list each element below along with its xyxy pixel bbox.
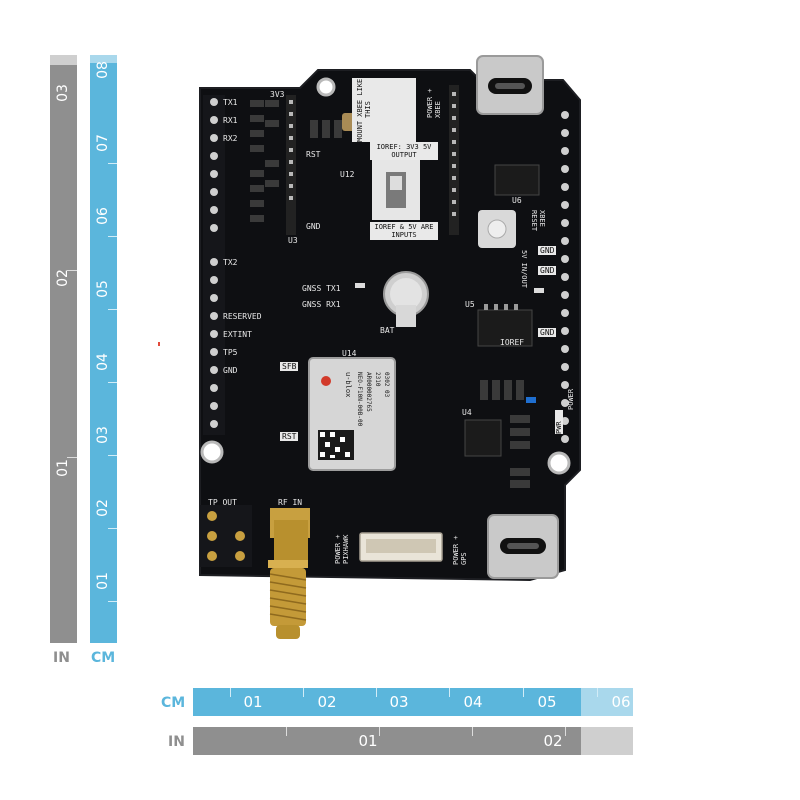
ruler-tick: 02: [543, 732, 563, 750]
label-tx2: TX2: [223, 258, 238, 267]
inch-unit-label: IN: [168, 734, 185, 750]
label-power-xbee: POWER + XBEE: [426, 88, 442, 118]
label-power: POWER: [567, 388, 575, 410]
label-sfb: SFB: [280, 362, 299, 371]
label-ioref: IOREF: 3V3 5V OUTPUT: [370, 142, 438, 160]
label-ioref2: IOREF: [500, 338, 525, 347]
label-u4: U4: [462, 408, 472, 417]
label-mount-xbee: MOUNT XBEE LIKE THIS: [352, 78, 416, 142]
label-tp5: TP5: [223, 348, 238, 357]
ruler-tick: 04: [463, 693, 483, 711]
label-u5: U5: [465, 300, 475, 309]
ruler-tick: 03: [389, 693, 409, 711]
label-reserved: RESERVED: [223, 312, 262, 321]
cm-unit-label: CM: [91, 650, 116, 666]
ruler-tick: 02: [317, 693, 337, 711]
label-rx2: RX2: [223, 134, 238, 143]
horizontal-cm-ruler: 01 02 03 04 05 06: [193, 688, 633, 716]
label-tp-out: TP OUT: [208, 498, 237, 507]
ruler-tick: 06: [611, 693, 631, 711]
label-3v3: 3V3: [270, 90, 285, 99]
label-gnd-right-3: GND: [538, 328, 557, 337]
label-pwr: PWR: [555, 410, 563, 434]
label-power-gps: POWER + GPS: [452, 535, 468, 565]
label-gnd: GND: [223, 366, 238, 375]
label-5v-inout: 5V IN/OUT: [520, 250, 528, 288]
vertical-inch-ruler: 03 02 01: [50, 55, 77, 643]
ruler-tick: 01: [243, 693, 263, 711]
inch-unit-label: IN: [53, 650, 70, 666]
label-gnd-right-2: GND: [538, 266, 557, 275]
label-rf-in: RF IN: [278, 498, 303, 507]
label-tx1: TX1: [223, 98, 238, 107]
label-ioref-note: IOREF & 5V ARE INPUTS: [370, 222, 438, 240]
label-xbee-reset: XBEE RESET: [530, 210, 546, 232]
ruler-tick: 01: [358, 732, 378, 750]
vertical-cm-ruler: 08 07 06 05 04 03 02 01: [90, 55, 117, 643]
horizontal-inch-ruler: 01 02: [193, 727, 633, 755]
label-extint: EXTINT: [223, 330, 252, 339]
label-gnss-tx1: GNSS TX1: [302, 284, 341, 293]
label-u3: U3: [288, 236, 298, 245]
module-code: 0302 03: [383, 372, 390, 398]
cm-unit-label: CM: [161, 695, 186, 711]
label-rst-top: RST: [306, 150, 321, 159]
label-bat: BAT: [380, 326, 395, 335]
module-model: NEO-F10N-00B-00: [356, 372, 363, 427]
label-u12: U12: [340, 170, 355, 179]
module-brand: u-blox: [344, 372, 352, 398]
label-gnss-rx1: GNSS RX1: [302, 300, 341, 309]
label-u6: U6: [512, 196, 522, 205]
module-id: AR000002765: [365, 372, 372, 412]
label-rx1: RX1: [223, 116, 238, 125]
label-power-pixhawk: POWER + PIXHAWK: [334, 534, 350, 564]
ruler-tick: 05: [537, 693, 557, 711]
label-gnd-top: GND: [306, 222, 321, 231]
label-gnd-right-1: GND: [538, 246, 557, 255]
module-num: 2310: [374, 372, 381, 387]
label-u14: U14: [342, 349, 357, 358]
label-rst: RST: [280, 432, 299, 441]
